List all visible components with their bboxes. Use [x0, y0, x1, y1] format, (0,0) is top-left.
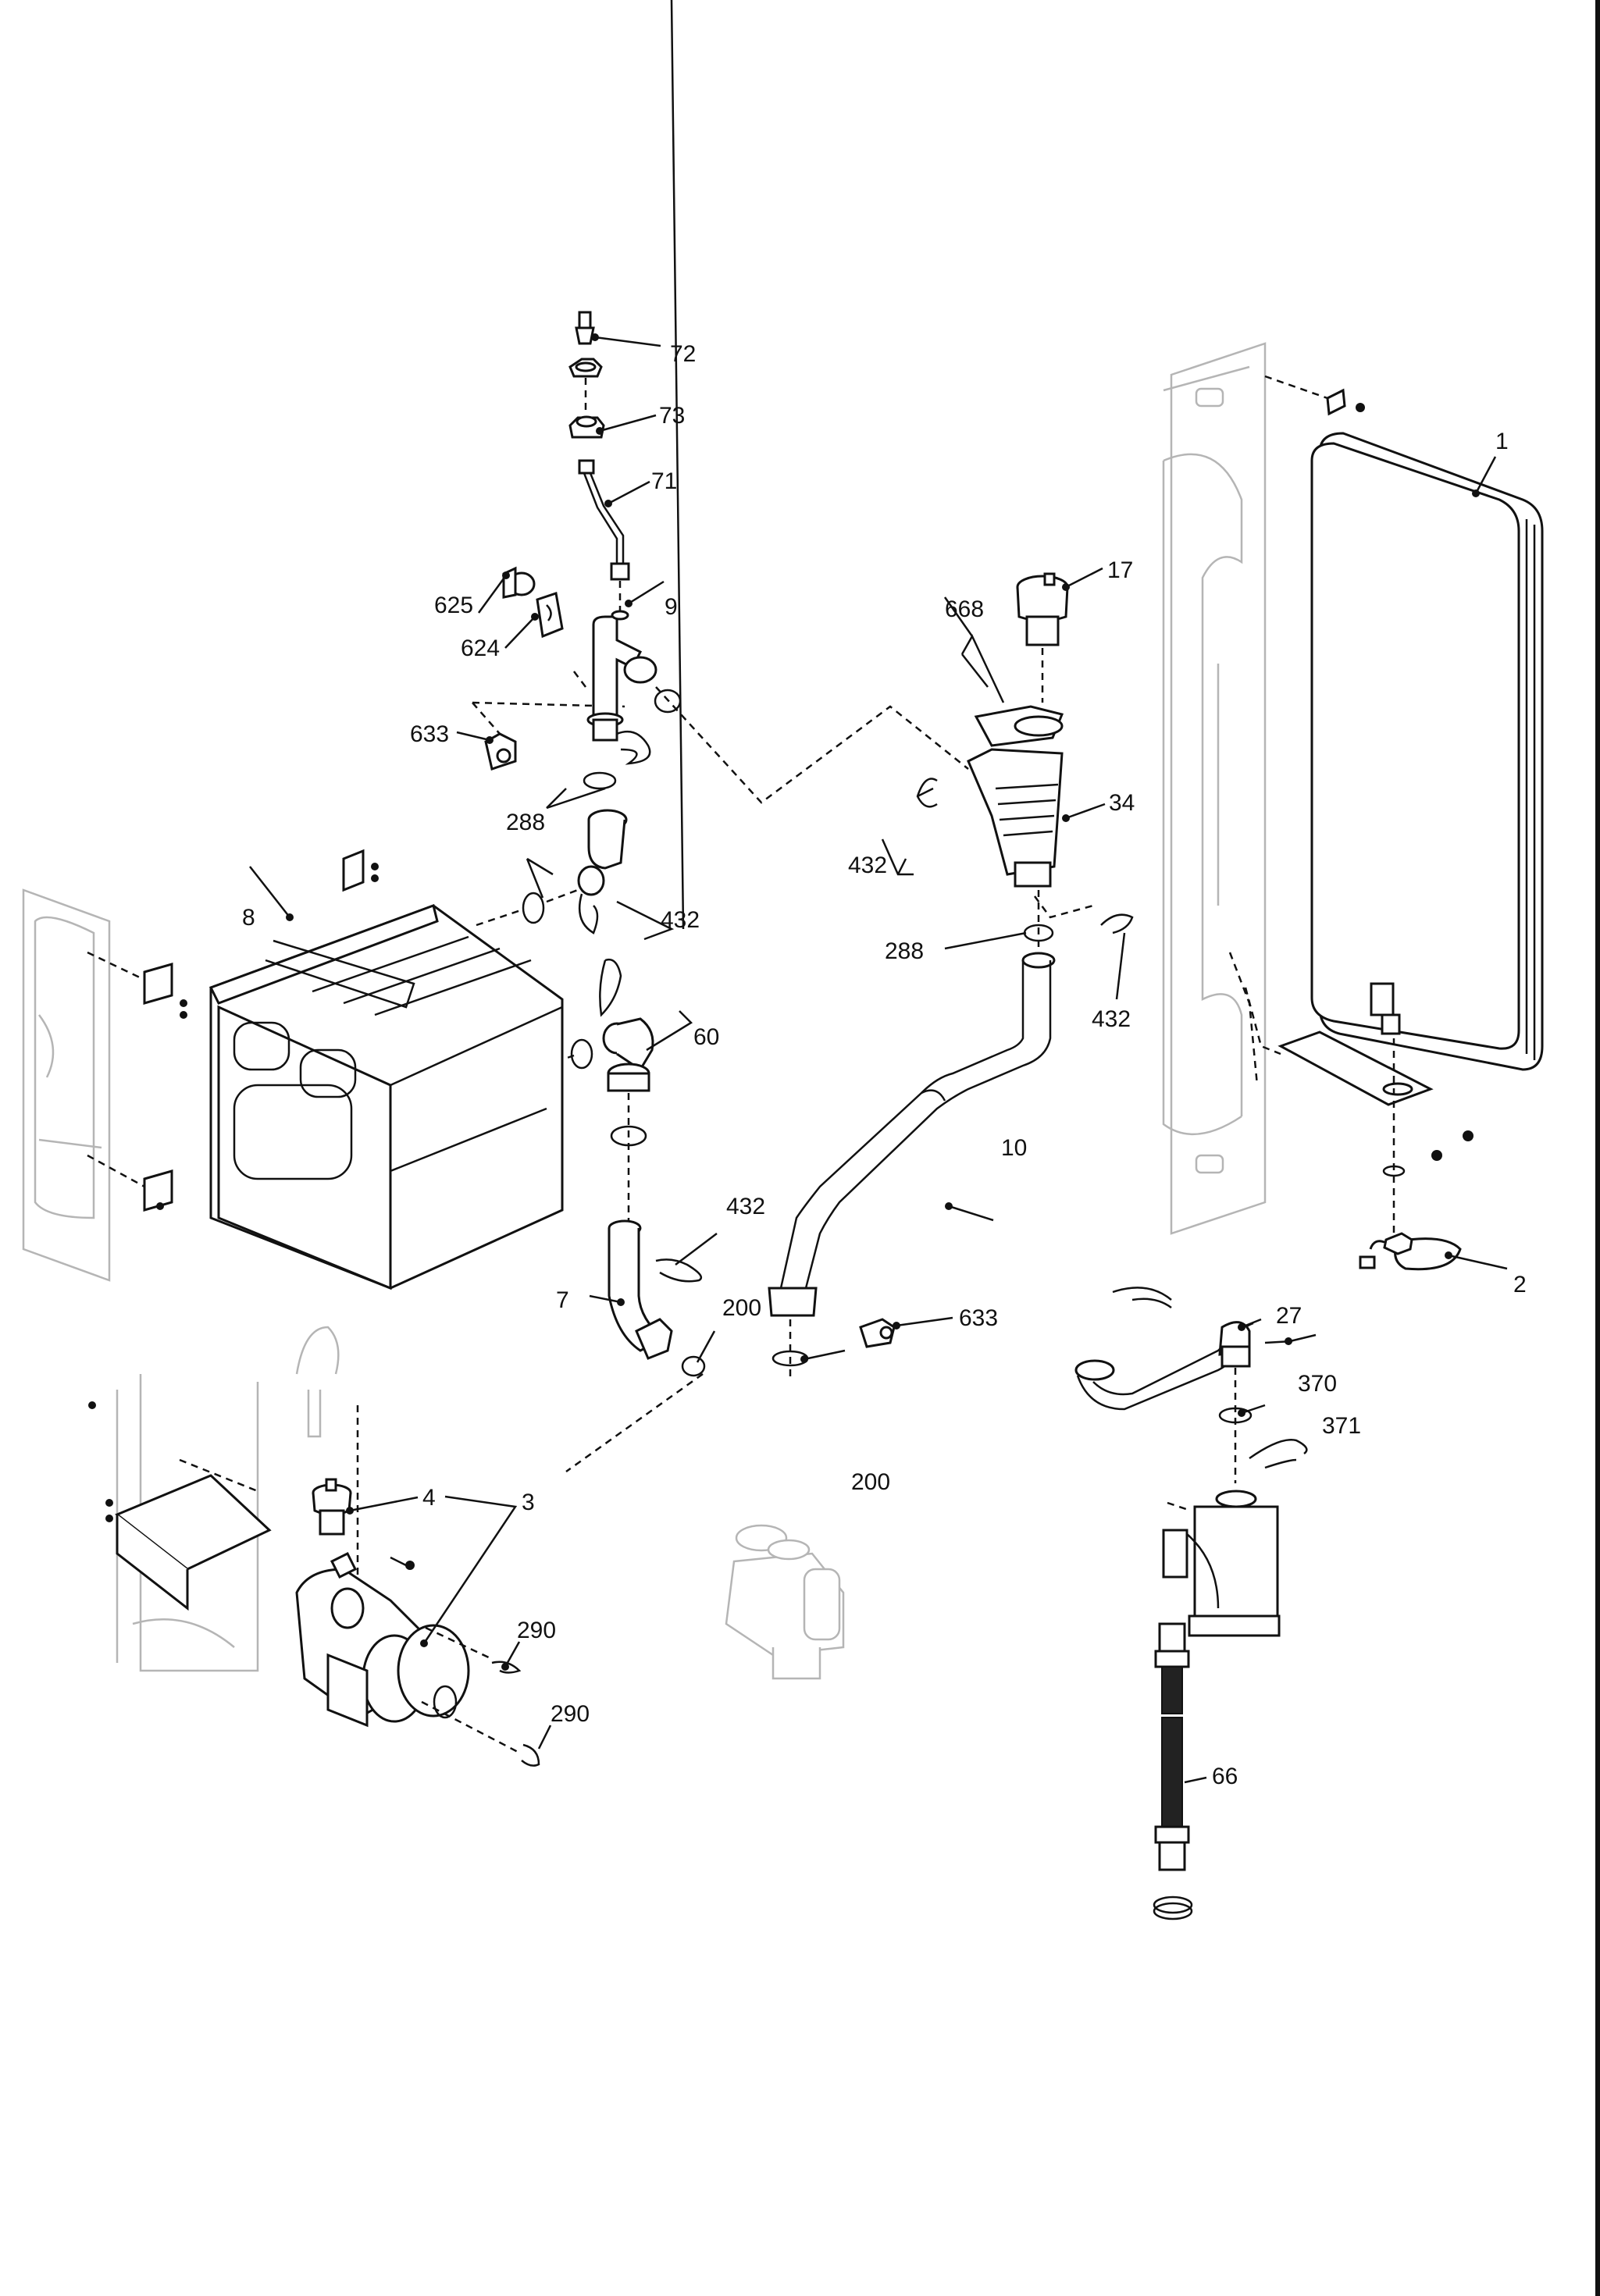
- label-290-upper[interactable]: 290: [517, 1618, 556, 1643]
- left-chassis-ghost: [22, 888, 111, 1282]
- back-panel-ghost: [1162, 342, 1267, 1235]
- label-8[interactable]: 8: [242, 905, 255, 931]
- o-ring-60-lower: [610, 1125, 647, 1147]
- label-432-mid[interactable]: 432: [661, 907, 700, 933]
- label-290-lower[interactable]: 290: [551, 1701, 590, 1727]
- part-72-fitting[interactable]: [575, 311, 595, 345]
- label-432-block-left[interactable]: 432: [848, 853, 887, 878]
- screw: [1431, 1150, 1442, 1161]
- part-1-expansion-vessel[interactable]: [1310, 432, 1544, 1071]
- screw: [1463, 1130, 1473, 1141]
- label-288-left[interactable]: 288: [506, 810, 545, 835]
- o-ring-288-a: [583, 771, 617, 790]
- label-34[interactable]: 34: [1109, 790, 1135, 816]
- label-288-right[interactable]: 288: [885, 938, 924, 964]
- leaders: [249, 0, 1508, 1784]
- part-71-pipe[interactable]: [578, 459, 630, 581]
- label-432-block-right[interactable]: 432: [1092, 1006, 1131, 1032]
- part-633-sensor-upper[interactable]: [484, 732, 517, 771]
- label-9[interactable]: 9: [665, 594, 678, 620]
- label-370[interactable]: 370: [1298, 1371, 1337, 1397]
- label-2[interactable]: 2: [1513, 1272, 1527, 1298]
- o-ring-288-b: [522, 892, 545, 924]
- vessel-bottom-bracket: [1278, 1031, 1434, 1106]
- pump-bracket: [88, 1401, 272, 1611]
- part-17-air-vent[interactable]: [1016, 572, 1069, 646]
- label-1[interactable]: 1: [1495, 429, 1509, 454]
- part-625-thermostat[interactable]: [502, 566, 536, 599]
- bracket-top: [342, 849, 379, 892]
- clip-432-mid-b: [599, 958, 622, 1017]
- clip-432-upper: [616, 730, 651, 765]
- label-60[interactable]: 60: [693, 1024, 719, 1050]
- vessel-top-bracket: [1326, 388, 1365, 416]
- part-60-elbow[interactable]: [602, 1017, 654, 1092]
- part-8-heat-exchanger[interactable]: [208, 904, 564, 1290]
- label-72[interactable]: 72: [670, 341, 696, 367]
- label-66[interactable]: 66: [1212, 1764, 1238, 1789]
- label-633-upper[interactable]: 633: [410, 721, 449, 747]
- clip-27: [1112, 1287, 1172, 1309]
- label-17[interactable]: 17: [1107, 557, 1133, 583]
- clip-290-lower[interactable]: [521, 1743, 540, 1767]
- pin-668: [960, 634, 1005, 703]
- clip-432-block-left: [916, 778, 938, 808]
- label-625[interactable]: 625: [434, 593, 473, 618]
- label-27[interactable]: 27: [1276, 1303, 1302, 1329]
- label-7[interactable]: 7: [556, 1287, 569, 1313]
- label-4[interactable]: 4: [422, 1485, 436, 1511]
- part-nut: [568, 358, 603, 378]
- pump-screw: [390, 1556, 415, 1570]
- clip-432-lower: [655, 1258, 703, 1283]
- label-371[interactable]: 371: [1322, 1413, 1361, 1439]
- label-200-middle[interactable]: 200: [851, 1469, 890, 1495]
- part-4-air-vent[interactable]: [312, 1478, 352, 1536]
- bracket-left-lower: [143, 1169, 173, 1212]
- part-27-condensate-pipe[interactable]: [1074, 1321, 1254, 1411]
- part-10-pipe[interactable]: [768, 952, 1056, 1317]
- washer-200-left: [681, 1355, 706, 1377]
- label-200-left[interactable]: 200: [722, 1295, 761, 1321]
- clip-432-mid-a: [578, 893, 599, 934]
- label-633-lower[interactable]: 633: [959, 1305, 998, 1331]
- clip-371[interactable]: [1249, 1439, 1308, 1469]
- part-34-hydraulic-block[interactable]: [967, 705, 1064, 888]
- part-633-sensor-lower[interactable]: [859, 1318, 896, 1348]
- part-66-drain-hose[interactable]: [1153, 1622, 1193, 1920]
- part-elbow-upper: [577, 809, 628, 896]
- o-ring-60: [570, 1038, 593, 1070]
- label-71[interactable]: 71: [651, 468, 677, 494]
- part-7-return-pipe[interactable]: [608, 1219, 673, 1360]
- part-624-clip[interactable]: [536, 592, 564, 639]
- bracket-left-upper: [143, 963, 187, 1019]
- label-624[interactable]: 624: [461, 635, 500, 661]
- label-3[interactable]: 3: [522, 1490, 535, 1515]
- label-10[interactable]: 10: [1001, 1135, 1027, 1161]
- clip-290-upper[interactable]: [491, 1661, 522, 1674]
- label-668[interactable]: 668: [945, 596, 984, 622]
- label-73[interactable]: 73: [659, 403, 685, 429]
- diverter-valve-ghost: [725, 1524, 845, 1680]
- clip-432-block-right: [1100, 913, 1134, 934]
- page-frame-edge: [1595, 0, 1600, 2296]
- part-9-flow-pipe[interactable]: [586, 610, 657, 742]
- part-73-union[interactable]: [568, 415, 605, 439]
- part-3-pump[interactable]: [295, 1551, 470, 1728]
- label-432-lower-left[interactable]: 432: [726, 1194, 765, 1219]
- condensate-trap: [1162, 1490, 1281, 1637]
- part-2-connection-pipe[interactable]: [1359, 1232, 1462, 1271]
